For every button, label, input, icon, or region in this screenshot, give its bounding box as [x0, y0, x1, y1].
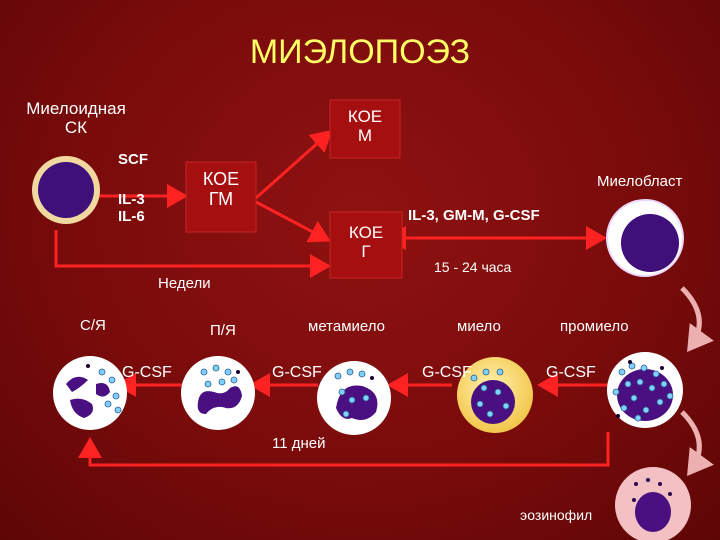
koe-m-box	[329, 99, 401, 159]
myelocyte-cell	[457, 357, 533, 433]
weeks-label: Недели	[158, 275, 211, 292]
myelocyte-label: миело	[457, 318, 501, 335]
scf-label: SCF	[118, 151, 148, 168]
promyelocyte-label: промиело	[560, 318, 629, 335]
koe-g-box	[329, 211, 403, 279]
koe-gm-label: КОЕ ГМ	[202, 169, 240, 209]
metamyelocyte-cell	[317, 361, 391, 435]
duration-label: 15 - 24 часа	[434, 259, 512, 275]
curved-arrow-1	[680, 286, 714, 353]
koe-m-label: КОЕ М	[347, 107, 383, 145]
curved-arrow-2	[680, 410, 714, 477]
arrow-gm-to-g	[255, 200, 331, 243]
band-label: П/Я	[210, 322, 236, 339]
myeloblast-cell	[606, 199, 684, 277]
curved-arrows	[680, 286, 714, 477]
promyelocyte-cell	[607, 352, 683, 428]
segmented-cell	[53, 356, 127, 430]
gcsf-label-2: G-CSF	[272, 364, 322, 381]
stem-cell	[32, 156, 100, 224]
eosinophil-cell	[615, 467, 691, 540]
segmented-label: С/Я	[80, 317, 106, 334]
arrow-gm-to-m	[255, 130, 333, 200]
koe-gm-box	[185, 161, 257, 233]
cytokines-label: IL-3, GM-M, G-CSF	[408, 207, 540, 224]
gcsf-label-1: G-CSF	[122, 364, 172, 381]
myeloblast-label: Миелобласт	[597, 173, 683, 190]
arrow-weeks	[54, 230, 331, 278]
arrows	[54, 130, 610, 467]
metamyelocyte-label: метамиело	[308, 318, 385, 335]
arrow-days	[78, 432, 610, 467]
stem-cell-label: Миелоидная СК	[26, 99, 126, 137]
page-title: МИЭЛОПОЭЗ	[249, 33, 471, 71]
koe-g-label: КОЕ Г	[348, 223, 384, 261]
days-label: 11 дней	[272, 435, 326, 452]
band-cell	[181, 356, 255, 430]
gcsf-label-3: G-CSF	[422, 364, 472, 381]
il3-il6-label: IL-3 IL-6	[118, 191, 145, 225]
gcsf-label-4: G-CSF	[546, 364, 596, 381]
eosinophil-label: эозинофил	[520, 507, 593, 523]
